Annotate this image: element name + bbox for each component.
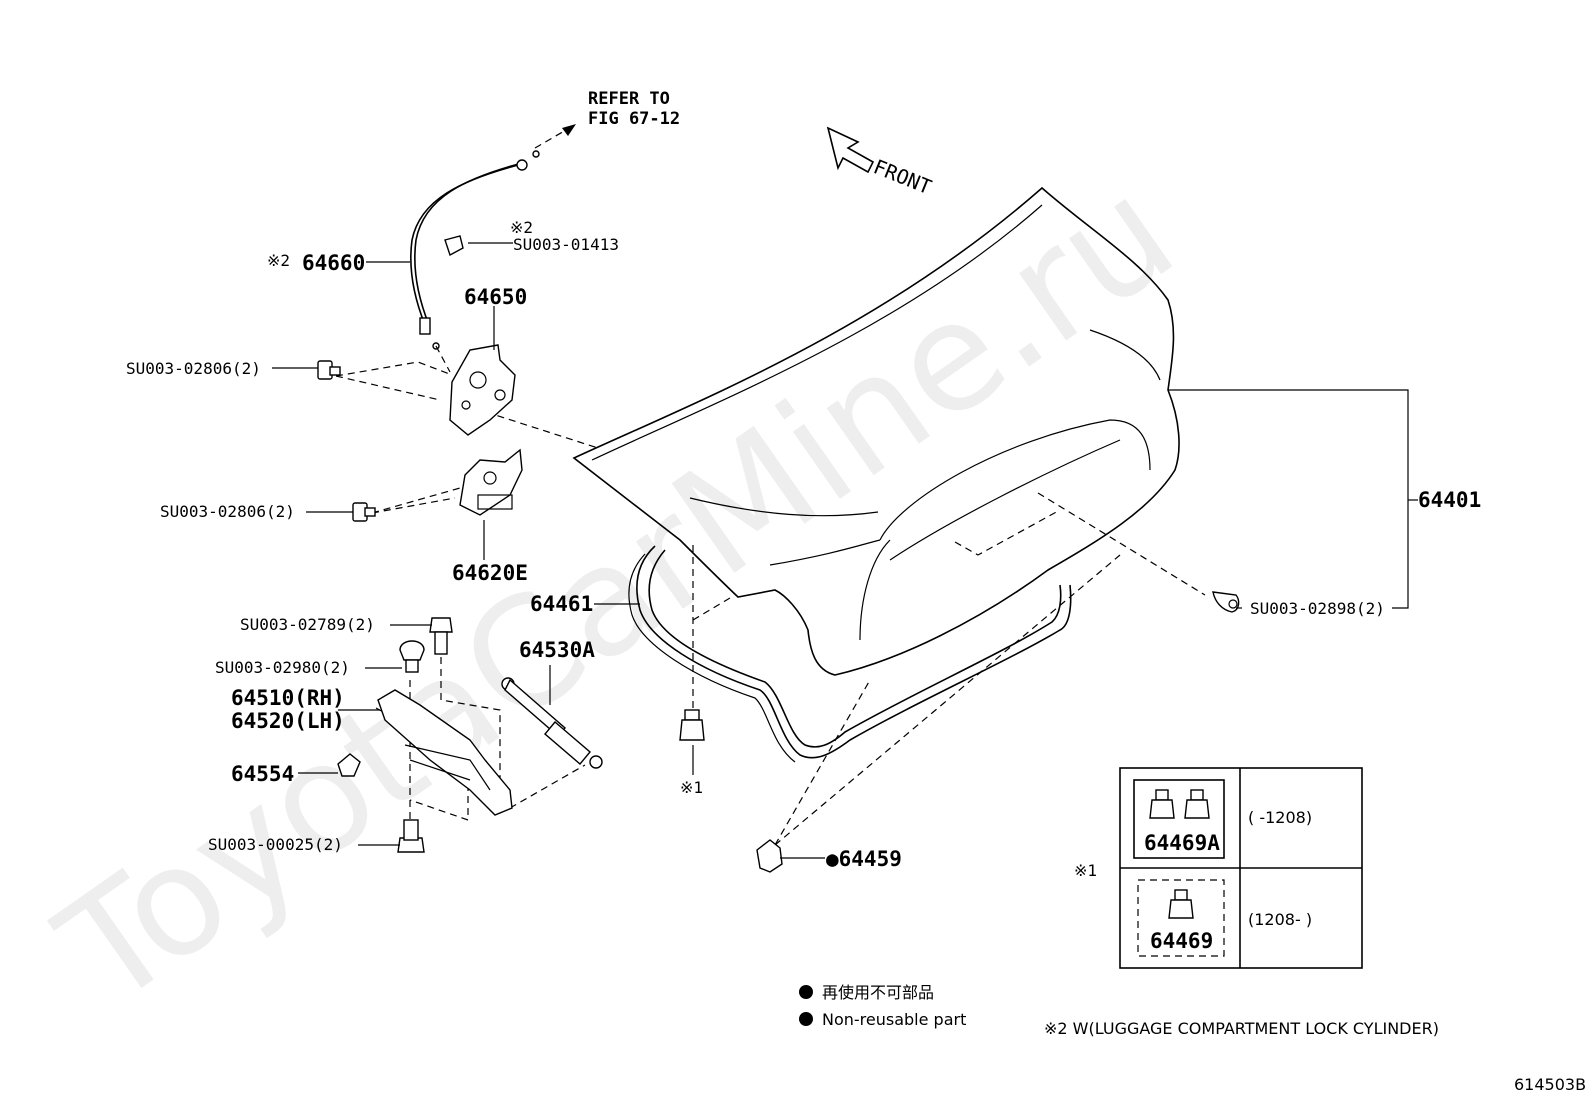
label-64520-lh: 64520(LH) [231, 709, 345, 733]
cushion-64554 [337, 753, 361, 777]
label-64510-rh: 64510(RH) [231, 686, 345, 710]
label-su003-02980: SU003-02980(2) [215, 658, 350, 677]
watermark: ToyotaCarMine.ru [30, 145, 1204, 1040]
label-64554: 64554 [231, 762, 294, 786]
leader-64401 [1168, 389, 1409, 609]
label-01413-mark: ※2 [510, 218, 533, 237]
refer-fig-label: FIG 67-12 [588, 109, 680, 129]
legend-en: Non-reusable part [822, 1010, 966, 1029]
dash-striker-bolt2 [371, 487, 461, 514]
table-row2-part: 64469 [1150, 929, 1213, 953]
label-su003-01413: SU003-01413 [513, 235, 619, 254]
bolt-su02806b [352, 502, 376, 522]
variant-table [1119, 767, 1363, 969]
label-64660-mark: ※2 [267, 251, 290, 270]
dash-plug2 [774, 554, 1121, 846]
table-row1-part: 64469A [1144, 831, 1220, 855]
label-su003-00025: SU003-00025(2) [208, 835, 343, 854]
refer-arrow-line [534, 129, 567, 149]
label-64530a: 64530A [519, 638, 595, 662]
cable-clip-part [444, 235, 464, 257]
dash-clip2 [954, 509, 1061, 556]
table-row1-range: ( -1208) [1248, 808, 1312, 827]
dash-latch-bolt [335, 361, 453, 377]
table-mark: ※1 [1074, 861, 1097, 880]
dash-hinge-bolt [440, 645, 501, 780]
refer-arrow-head [562, 124, 576, 136]
label-su003-02898: SU003-02898(2) [1250, 599, 1385, 618]
bumper-part [679, 709, 705, 741]
label-mark1: ※1 [680, 778, 703, 797]
front-label: FRONT [870, 154, 935, 199]
label-su003-02806-b: SU003-02806(2) [160, 502, 295, 521]
hinge-64510-64520 [377, 689, 513, 816]
trunk-lid [572, 186, 1180, 676]
dash-hinge-bolt3 [409, 760, 469, 821]
legend-dot-jp [799, 985, 813, 999]
label-64401: 64401 [1418, 488, 1481, 512]
striker-64620e [459, 448, 523, 516]
legend-note: ※2 W(LUGGAGE COMPARTMENT LOCK CYLINDER) [1044, 1019, 1439, 1038]
bolt-su02789 [429, 617, 453, 655]
dash-striker-bolt [371, 497, 456, 514]
label-64459: ●64459 [826, 847, 902, 871]
bumper-icon-b [1168, 889, 1194, 919]
label-64660: 64660 [302, 251, 365, 275]
clip-su02898 [1212, 591, 1240, 613]
dash-latch-bolt2 [335, 375, 441, 401]
plug-64459 [756, 839, 783, 873]
legend-dot-en [799, 1012, 813, 1026]
damper-64530a [501, 677, 603, 769]
bumper-icon-a1 [1149, 789, 1175, 819]
clip-su02980 [399, 640, 425, 673]
weatherstrip-64461 [628, 545, 1072, 763]
dash-plug [774, 679, 871, 846]
dash-damper [509, 764, 586, 809]
refer-to-label: REFER TO [588, 89, 670, 109]
label-64650: 64650 [464, 285, 527, 309]
bumper-icon-a2 [1184, 789, 1210, 819]
table-row2-range: (1208- ) [1248, 910, 1312, 929]
dash-clip [1037, 492, 1206, 596]
label-su003-02806-a: SU003-02806(2) [126, 359, 261, 378]
release-cable-64660 [410, 150, 540, 373]
label-64620e: 64620E [452, 561, 528, 585]
bolt-su02806a [317, 360, 341, 380]
figure-id: 614503B [1514, 1075, 1586, 1094]
lock-assembly-64650 [449, 344, 516, 436]
legend-jp: 再使用不可部品 [822, 983, 934, 1002]
dash-latch-lid [485, 411, 599, 449]
label-su003-02789: SU003-02789(2) [240, 615, 375, 634]
bolt-su00025 [397, 819, 425, 853]
front-arrow-icon [826, 126, 875, 174]
label-64461: 64461 [530, 592, 593, 616]
